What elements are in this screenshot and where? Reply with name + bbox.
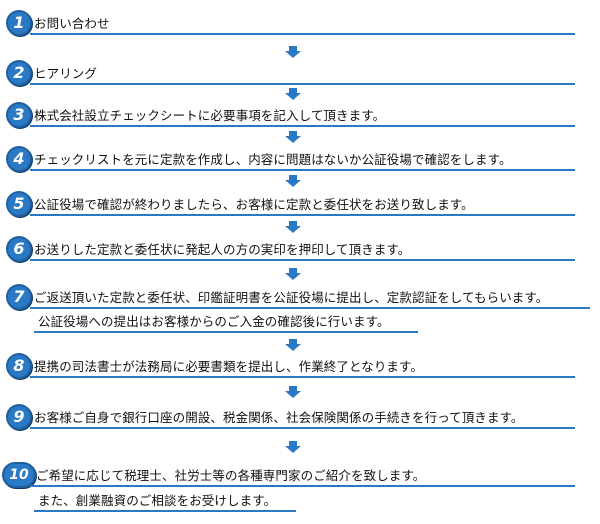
step-text-secondary: また、創業融資のご相談をお受けします。 [38, 493, 277, 508]
step-number-badge: 5 [6, 191, 32, 217]
step-underline [30, 376, 575, 378]
step-number-badge: 10 [2, 462, 36, 488]
step-underline [30, 307, 590, 309]
down-arrow-icon [285, 268, 301, 280]
step-text-secondary: 公証役場への提出はお客様からのご入金の確認後に行います。 [38, 314, 390, 329]
step-underline-secondary [34, 331, 418, 333]
step-text: チェックリストを元に定款を作成し、内容に問題はないか公証役場で確認をします。 [34, 152, 512, 167]
down-arrow-icon [285, 46, 301, 58]
down-arrow-icon [285, 441, 301, 453]
down-arrow-icon [285, 131, 301, 143]
down-arrow-icon [285, 175, 301, 187]
step-text: ご希望に応じて税理士、社労士等の各種専門家のご紹介を致します。 [36, 468, 426, 483]
step-underline [30, 169, 575, 171]
step-text: 提携の司法書士が法務局に必要書類を提出し、作業終了となります。 [34, 359, 423, 374]
step-number-badge: 1 [6, 10, 32, 36]
down-arrow-icon [285, 88, 301, 100]
step-number-badge: 4 [6, 146, 32, 172]
step-text: 公証役場で確認が終わりましたら、お客様に定款と委任状をお送り致します。 [34, 197, 474, 212]
step-text: ご返送頂いた定款と委任状、印鑑証明書を公証役場に提出し、定款認証をしてもらいます… [34, 290, 549, 305]
step-text: お客様ご自身で銀行口座の開設、税金関係、社会保険関係の手続きを行って頂きます。 [34, 410, 524, 425]
step-underline [30, 427, 575, 429]
down-arrow-icon [285, 221, 301, 233]
step-number-badge: 6 [6, 236, 32, 262]
step-underline-secondary [34, 510, 296, 512]
step-underline [30, 125, 575, 127]
step-number-badge: 2 [6, 60, 32, 86]
down-arrow-icon [285, 339, 301, 351]
down-arrow-icon [285, 386, 301, 398]
step-underline [30, 33, 575, 35]
step-text: お送りした定款と委任状に発起人の方の実印を押印して頂きます。 [34, 242, 411, 257]
step-number-badge: 7 [6, 284, 32, 310]
step-underline [30, 214, 575, 216]
step-number-badge: 3 [6, 102, 32, 128]
step-underline [30, 485, 575, 487]
step-number-badge: 8 [6, 353, 32, 379]
step-underline [30, 259, 575, 261]
step-number-badge: 9 [6, 404, 32, 430]
step-text: お問い合わせ [34, 16, 110, 31]
step-text: 株式会社設立チェックシートに必要事項を記入して頂きます。 [34, 108, 386, 123]
step-underline [30, 83, 575, 85]
step-text: ヒアリング [34, 66, 98, 81]
